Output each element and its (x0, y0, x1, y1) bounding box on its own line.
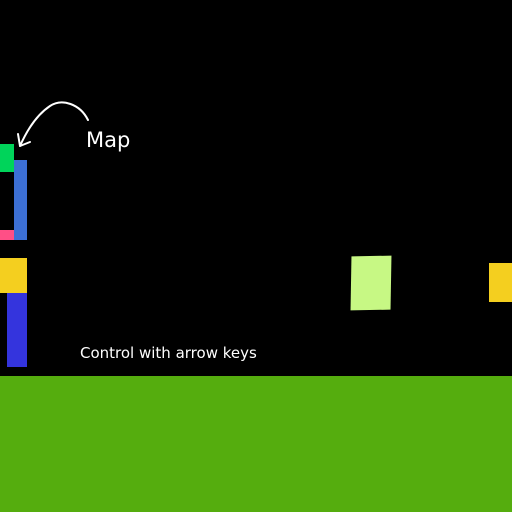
minimap (0, 140, 30, 370)
obstacle-green-block (350, 255, 392, 311)
minimap-blue-track (14, 160, 27, 240)
minimap-yellow-block (0, 258, 27, 293)
ground (0, 376, 512, 512)
map-label: Map (86, 128, 131, 152)
minimap-green-block (0, 144, 14, 172)
obstacle-yellow-block (489, 263, 512, 302)
minimap-indigo-block (7, 293, 27, 367)
curved-arrow-icon (17, 101, 89, 147)
sky-background (0, 0, 512, 376)
control-hint: Control with arrow keys (80, 344, 257, 362)
minimap-pink-block (0, 230, 14, 240)
